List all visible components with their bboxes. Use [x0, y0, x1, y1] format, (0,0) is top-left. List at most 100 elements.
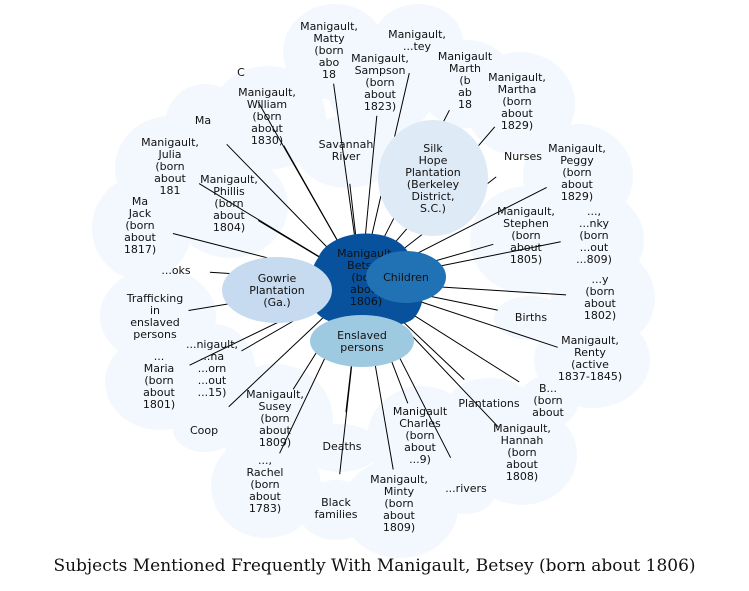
node-manigault-peggy-born-about-1829-label-line: Peggy	[560, 154, 594, 167]
hub-children-label-line: Children	[383, 271, 429, 284]
node-manigault-peggy-born-about-1829-label-line: about	[561, 178, 593, 191]
node-manigault-renty-active-1837-1845-label-line: (active	[571, 358, 609, 371]
node-manigault-martha-born-about-18-label-line: Manigault	[438, 50, 493, 63]
node-manigault-julia-born-about-181-label-line: Manigault,	[141, 136, 199, 149]
node-manigault-julia-born-about-181-label-line: about	[154, 172, 186, 185]
node-manigault-jack-born-about-1817-label-line: (born	[125, 219, 154, 232]
node-manigault-nky-born-about-1809-label-line: (born	[579, 229, 608, 242]
node-manigault-renty-active-1837-1845-label-line: Renty	[574, 346, 606, 359]
hub-silk-hope-plantation-berkeley-district-s-label-line: (Berkeley	[407, 178, 460, 191]
node-manigault-y-born-about-1802-label-line: 1802)	[584, 309, 616, 322]
node-manigault-maria-born-about-1801-label-line: ...	[154, 350, 165, 363]
node-trafficking-in-enslaved-persons-label-line: Trafficking	[126, 292, 183, 305]
node-manigault-julia-born-about-181-label-line: Julia	[157, 148, 181, 161]
node-manigault-minty-born-about-1809-label-line: (born	[384, 497, 413, 510]
node-manigault-martha-born-about-18-label-line: (b	[459, 74, 470, 87]
node-manigault-phillis-born-about-1804-label-line: Manigault,	[200, 173, 258, 186]
node-manigault-maria-born-about-1801-label-line: (born	[144, 374, 173, 387]
node-manigault-rachel-born-about-1783-label-line: (born	[250, 478, 279, 491]
node-manigault-hannah-born-about-1808-label-line: (born	[507, 446, 536, 459]
node-manigault-maria-born-about-1801-label-line: about	[143, 386, 175, 399]
node-savannah-river-label-line: River	[332, 150, 361, 163]
connection-line	[349, 183, 357, 235]
hub-silk-hope-plantation-berkeley-district-s-label-line: District,	[411, 190, 454, 203]
node-manigault-hannah-born-about-1808-label-line: Manigault,	[493, 422, 551, 435]
node-manigault-susey-born-about-1809-label-line: Manigault,	[246, 388, 304, 401]
node-manigault-nky-born-about-1809-label-line: ...nky	[579, 217, 609, 230]
node-manigault-renty-active-1837-1845-label-line: Manigault,	[561, 334, 619, 347]
node-manigault-rachel-born-about-1783-label-line: about	[249, 490, 281, 503]
node-manigault-b-born-about-label-line: about	[532, 406, 564, 419]
node-births-label-line: Births	[515, 311, 547, 324]
node-manigault-martha-born-about-1829-label-line: 1829)	[501, 119, 533, 132]
node-deaths-label-line: Deaths	[323, 440, 362, 453]
node-manigault-rachel-born-about-1783-label-line: ...,	[258, 454, 272, 467]
node-manigault-na-born-about-15-label-line: ...na	[200, 350, 224, 363]
hub-gowrie-plantation-ga-label-line: Gowrie	[258, 272, 297, 285]
connection-line	[198, 183, 321, 258]
node-halo	[327, 36, 437, 136]
connection-line	[403, 186, 547, 261]
diagram-title: Subjects Mentioned Frequently With Manig…	[53, 556, 696, 576]
node-manigault-phillis-born-about-1804-label-line: about	[213, 209, 245, 222]
connection-line	[333, 83, 355, 235]
node-manigault-rachel-born-about-1783-label-line: 1783)	[249, 502, 281, 515]
node-manigault-maria-born-about-1801-label-line: 1801)	[143, 398, 175, 411]
node-manigault-y-born-about-1802-label-line: about	[584, 297, 616, 310]
node-halo	[300, 424, 380, 472]
node-manigault-matty-born-about-18-label-line: Matty	[313, 32, 345, 45]
node-manigault-phillis-born-about-1804-label-line: 1804)	[213, 221, 245, 234]
node-manigault-susey-born-about-1809-label-line: Susey	[259, 400, 292, 413]
node-manigault-william-born-about-1830-label-line: (born	[252, 110, 281, 123]
node-manigault-martha-born-about-18-label-line: ab	[458, 86, 472, 99]
node-manigault-minty-born-about-1809-label-line: Manigault,	[370, 473, 428, 486]
node-manigault-na-born-about-15-label-line: ...orn	[198, 362, 227, 375]
node-manigault-b-born-about-label-line: B...	[539, 382, 557, 395]
node-manigault-sampson-born-about-1823-label-line: about	[364, 88, 396, 101]
node-manigault-susey-born-about-1809-label-line: 1809)	[259, 436, 291, 449]
node-halo	[342, 458, 458, 558]
node-ma-label-line: Ma	[195, 114, 211, 127]
node-manigault-jack-born-about-1817-label-line: Ma	[132, 195, 148, 208]
node-halo	[436, 466, 496, 514]
node-black-families-label-line: families	[315, 508, 358, 521]
connection-line	[406, 296, 558, 348]
node-manigault-stephen-born-about-1805-label-line: Manigault,	[497, 205, 555, 218]
node-manigault-stephen-born-about-1805-label-line: Stephen	[503, 217, 549, 230]
node-manigault-martha-born-about-18-label-line: 18	[458, 98, 472, 111]
node-manigault-charles-born-about-18-label-line: about	[404, 441, 436, 454]
node-manigault-martha-born-about-1829-label-line: Martha	[498, 83, 537, 96]
node-manigault-susey-born-about-1809-label-line: (born	[260, 412, 289, 425]
connection-line	[365, 115, 378, 235]
node-manigault-william-born-about-1830-label-line: 1830)	[251, 134, 283, 147]
node-manigault-susey-born-about-1809-label-line: about	[259, 424, 291, 437]
node-manigault-maria-born-about-1801-label-line: Maria	[144, 362, 175, 375]
node-manigault-hannah-born-about-1808-label-line: 1808)	[506, 470, 538, 483]
node-manigault-martha-born-about-1829-label-line: (born	[502, 95, 531, 108]
node-layer: Manigault,Matty(bornabo18Manigault,...te…	[124, 20, 622, 534]
node-manigault-peggy-born-about-1829-label-line: Manigault,	[548, 142, 606, 155]
node-manigault-martha-born-about-18-label-line: Marth	[449, 62, 481, 75]
node-manigault-william-born-about-1830-label-line: about	[251, 122, 283, 135]
node-savannah-river-label-line: Savannah	[319, 138, 374, 151]
node-manigault-sampson-born-about-1823-label-line: Sampson	[355, 64, 406, 77]
node-manigault-matty-born-about-18-label-line: 18	[322, 68, 336, 81]
node-halo	[172, 154, 288, 258]
node-manigault-minty-born-about-1809-label-line: 1809)	[383, 521, 415, 534]
node-manigault-julia-born-about-181-label-line: (born	[155, 160, 184, 173]
hub-enslaved-persons-label-line: persons	[340, 341, 384, 354]
node-manigault-rachel-born-about-1783-label-line: Rachel	[247, 466, 284, 479]
node-manigault-hannah-born-about-1808-label-line: about	[506, 458, 538, 471]
center-node-label-line: Manigault,	[337, 247, 395, 260]
hub-silk-hope-plantation-berkeley-district-s-label-line: Silk	[423, 142, 443, 155]
node-oks-label-line: ...oks	[161, 264, 191, 277]
hub-silk-hope-plantation-berkeley-district-s-label-line: Plantation	[405, 166, 461, 179]
node-halo	[92, 176, 192, 280]
hub-enslaved-persons-label-line: Enslaved	[337, 329, 387, 342]
node-manigault-julia-born-about-181-label-line: 181	[160, 184, 181, 197]
node-manigault-minty-born-about-1809-label-line: Minty	[384, 485, 415, 498]
node-black-families-label-line: Black	[321, 496, 351, 509]
node-manigault-william-born-about-1830-label-line: William	[247, 98, 287, 111]
hub-gowrie-plantation-ga-label-line: Plantation	[249, 284, 305, 297]
